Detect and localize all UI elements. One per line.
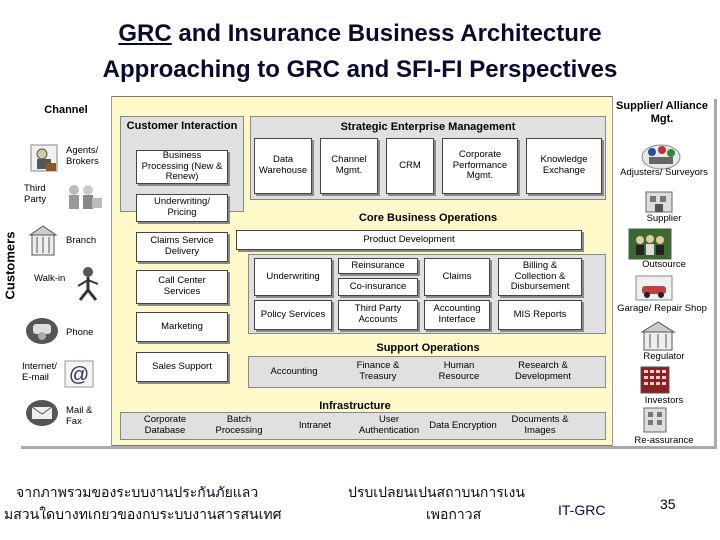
data-warehouse-box: Data Warehouse <box>254 138 312 194</box>
adjusters-icon <box>641 144 681 170</box>
claims-box: Claims <box>424 258 490 296</box>
mis-reports-box: MIS Reports <box>498 300 582 330</box>
corporate-database-item: Corporate Database <box>143 414 187 436</box>
channel-walk-in: Walk-in <box>34 273 66 284</box>
garage-car-icon <box>635 275 673 301</box>
call-center-services-box: Call Center Services <box>136 270 228 304</box>
support-operations-title: Support Operations <box>376 342 480 354</box>
reassurance-building-icon <box>643 407 667 433</box>
knowledge-exchange-box: Knowledge Exchange <box>526 138 602 194</box>
investors-board-icon <box>640 366 670 394</box>
channel-branch: Branch <box>66 235 97 246</box>
sales-support-box: Sales Support <box>136 352 228 382</box>
supplier-garage: Garage/ Repair Shop <box>617 303 707 314</box>
footer-thai-line1b: ปรบเปลยนเปนสถาบนการเงน <box>348 484 525 500</box>
intranet-item: Intranet <box>298 419 332 431</box>
agent-briefcase-icon <box>30 144 58 172</box>
supplier-supplier: Supplier <box>646 213 682 224</box>
supplier-reassurance: Re-assurance <box>634 435 694 446</box>
supplier-investors: Investors <box>644 395 684 406</box>
supplier-regulator: Regulator <box>643 351 685 362</box>
footer-thai-line2b: เพอกาวส <box>426 506 482 522</box>
channel-agents-brokers: Agents/ Brokers <box>66 145 99 167</box>
title-line1-rest: and Insurance Business Architecture <box>171 20 602 47</box>
page-number: 35 <box>660 496 676 512</box>
marketing-box: Marketing <box>136 312 228 342</box>
corporate-performance-box: Corporate Performance Mgmt. <box>442 138 518 194</box>
title-grc-link: GRC <box>118 20 172 47</box>
branch-building-icon <box>28 225 58 256</box>
channel-third-party: Third Party <box>24 183 47 205</box>
regulator-building-icon <box>640 321 676 351</box>
supplier-adjusters: Adjusters/ Surveyors <box>620 167 708 178</box>
claims-service-delivery-box: Claims Service Delivery <box>136 232 228 262</box>
outsource-group-icon <box>628 228 672 260</box>
customers-label: Customers <box>2 231 18 300</box>
mail-fax-icon <box>26 400 58 426</box>
channel-mgmt-box: Channel Mgmt. <box>320 138 378 194</box>
user-authentication-item: User Authentication <box>358 414 420 436</box>
phone-icon <box>26 318 58 344</box>
channel-internet-email: Internet/ E-mail <box>22 361 57 383</box>
channel-phone: Phone <box>66 327 94 338</box>
research-development-item: Research & Development <box>515 360 571 382</box>
walking-person-icon <box>77 267 99 301</box>
strategic-management-title: Strategic Enterprise Management <box>340 121 516 133</box>
supplier-building-icon <box>645 191 673 213</box>
crm-box: CRM <box>386 138 434 194</box>
finance-treasury-item: Finance & Treasury <box>356 360 400 382</box>
footer-it-grc-tag: IT-GRC <box>558 502 606 518</box>
footer-thai-line1a: จากภาพรวมของระบบงานประกันภัยแลว <box>16 484 259 500</box>
svg-text:@: @ <box>69 364 89 386</box>
product-development-box: Product Development <box>236 230 582 250</box>
accounting-item: Accounting <box>270 365 318 377</box>
data-encryption-item: Data Encryption <box>429 419 497 431</box>
infrastructure-title: Infrastructure <box>319 400 391 412</box>
billing-collection-box: Billing & Collection & Disbursement <box>498 258 582 296</box>
reinsurance-box: Reinsurance <box>338 258 418 274</box>
accounting-interface-box: Accounting Interface <box>424 300 490 330</box>
at-sign-icon: @ <box>64 360 94 388</box>
third-party-accounts-box: Third Party Accounts <box>338 300 418 330</box>
third-party-people-icon <box>69 185 102 209</box>
human-resource-item: Human Resource <box>438 360 480 382</box>
co-insurance-box: Co-insurance <box>338 278 418 296</box>
footer-thai-line2a: มสวนใดบางทเกยวของกบระบบงานสารสนเทศ <box>4 506 282 522</box>
policy-services-box: Policy Services <box>254 300 332 330</box>
channel-title: Channel <box>44 104 88 116</box>
support-operations-band <box>248 356 606 388</box>
channel-mail-fax: Mail & Fax <box>66 405 93 427</box>
documents-images-item: Documents & Images <box>511 414 569 436</box>
customer-interaction-title: Customer Interaction <box>126 120 238 132</box>
slide-title-line2: Approaching to GRC and SFI-FI Perspectiv… <box>102 56 618 83</box>
supplier-alliance-title: Supplier/ Alliance Mgt. <box>616 100 708 125</box>
infrastructure-band <box>120 412 606 440</box>
slide-title-line1: GRC and Insurance Business Architecture <box>0 20 720 48</box>
underwriting-pricing-box: Underwriting/ Pricing <box>136 194 228 222</box>
underwriting-box: Underwriting <box>254 258 332 296</box>
business-processing-box: Business Processing (New & Renew) <box>136 150 228 184</box>
core-operations-title: Core Business Operations <box>358 212 498 224</box>
supplier-outsource: Outsource <box>642 259 686 270</box>
batch-processing-item: Batch Processing <box>215 414 263 436</box>
